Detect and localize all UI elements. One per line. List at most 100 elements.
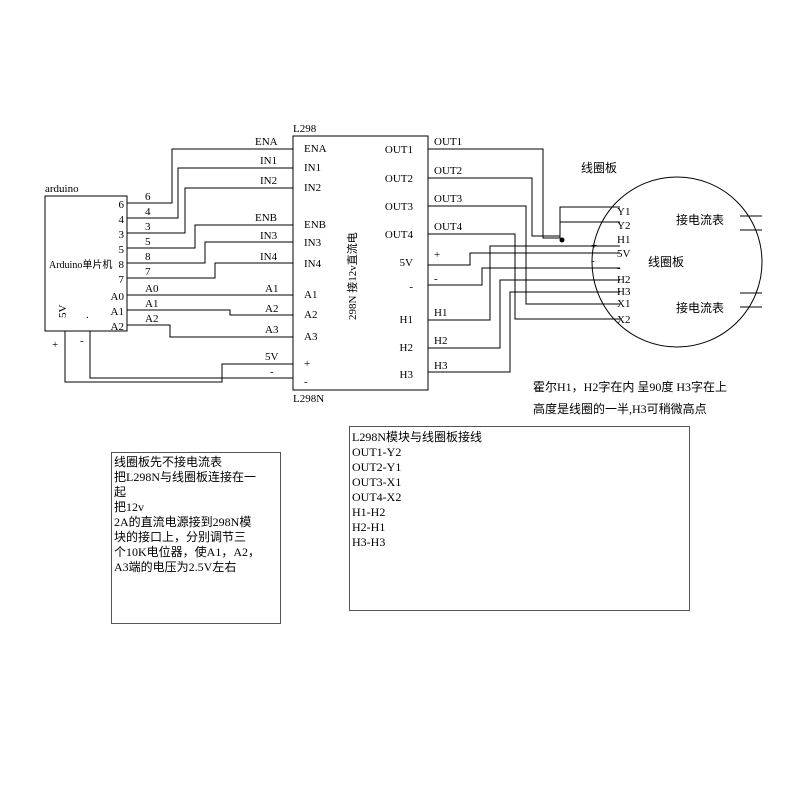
wire-label: 5 bbox=[145, 236, 151, 248]
l298-left-pin: + bbox=[304, 358, 310, 370]
l298-right-pin: 5V bbox=[400, 257, 414, 269]
l298-left-pin: ENB bbox=[304, 219, 326, 231]
arduino-power-minus: - bbox=[80, 335, 84, 347]
l298-right-pin: OUT4 bbox=[385, 229, 414, 241]
arduino-pin: A1 bbox=[111, 306, 124, 318]
wire-label: A1 bbox=[265, 283, 278, 295]
wire-label: A1 bbox=[145, 298, 158, 310]
l298-right-pin: - bbox=[409, 281, 413, 293]
coil-pin: Y1 bbox=[617, 206, 630, 218]
arduino-pin: A2 bbox=[111, 321, 124, 333]
connection-title: L298N模块与线圈板接线 bbox=[352, 430, 482, 444]
coil-pin: - bbox=[617, 262, 621, 274]
coil-pin: H1 bbox=[617, 234, 630, 246]
wire-label: IN1 bbox=[260, 155, 277, 167]
note-line: 2A的直流电源接到298N模 bbox=[114, 515, 252, 529]
l298-left-pin: IN2 bbox=[304, 182, 321, 194]
wire-label: OUT3 bbox=[434, 193, 463, 205]
arduino-pin: 7 bbox=[119, 274, 125, 286]
connection-line: H2-H1 bbox=[352, 520, 386, 534]
note-line: 块的接口上，分别调节三 bbox=[114, 530, 247, 544]
l298-left-pin: IN4 bbox=[304, 258, 322, 270]
arduino-pin: 6 bbox=[119, 199, 125, 211]
wire-label: 8 bbox=[145, 251, 151, 263]
coil-pin: H2 bbox=[617, 274, 630, 286]
wire-label: 5V bbox=[265, 351, 279, 363]
l298-left-pin: IN3 bbox=[304, 237, 322, 249]
wire-label: A2 bbox=[265, 303, 278, 315]
l298-right-pin: H1 bbox=[400, 314, 413, 326]
wire-label: OUT4 bbox=[434, 221, 463, 233]
l298n-module bbox=[292, 135, 429, 391]
coil-board bbox=[591, 176, 763, 348]
l298-top-label: L298 bbox=[293, 123, 317, 135]
note-line: A3端的电压为2.5V左右 bbox=[114, 560, 237, 574]
coil-pin: Y2 bbox=[617, 220, 630, 232]
l298-left-pin: A1 bbox=[304, 289, 317, 301]
wire-junction bbox=[559, 237, 565, 243]
wire-label: IN3 bbox=[260, 230, 278, 242]
arduino-board bbox=[44, 195, 128, 332]
wire-label: H3 bbox=[434, 360, 448, 372]
wire-label: OUT1 bbox=[434, 136, 462, 148]
wire-label: A3 bbox=[265, 324, 279, 336]
connection-line: OUT2-Y1 bbox=[352, 460, 402, 474]
coil-pin: X2 bbox=[617, 314, 630, 326]
l298-right-pin: OUT1 bbox=[385, 144, 413, 156]
arduino-pin: 8 bbox=[119, 259, 125, 271]
connection-table: L298N模块与线圈板接线 OUT1-Y2 OUT2-Y1 OUT3-X1 OU… bbox=[349, 426, 690, 611]
connection-line: OUT4-X2 bbox=[352, 490, 402, 504]
note-line: 线圈板先不接电流表 bbox=[114, 455, 223, 469]
wire-label: 3 bbox=[145, 221, 151, 233]
l298-left-pin: - bbox=[304, 376, 308, 388]
ammeter-bottom-label: 接电流表 bbox=[676, 300, 724, 315]
coil-plus: + bbox=[591, 240, 597, 252]
coil-pin: H3 bbox=[617, 286, 631, 298]
l298-right-pin: OUT2 bbox=[385, 173, 413, 185]
wire-label: OUT2 bbox=[434, 165, 462, 177]
connection-line: H3-H3 bbox=[352, 535, 386, 549]
instruction-note: 线圈板先不接电流表 把L298N与线圈板连接在一 起 把12v 2A的直流电源接… bbox=[111, 452, 281, 624]
note-line: 把L298N与线圈板连接在一 bbox=[114, 470, 256, 484]
wire-label: A2 bbox=[145, 313, 158, 325]
ammeter-top-label: 接电流表 bbox=[676, 212, 724, 227]
note-line: 个10K电位器，使A1，A2， bbox=[114, 545, 260, 559]
arduino-pin: 3 bbox=[119, 229, 125, 241]
l298-left-pin: A2 bbox=[304, 309, 317, 321]
wire-label: H1 bbox=[434, 307, 447, 319]
coil-title: 线圈板 bbox=[581, 161, 617, 175]
arduino-pin: 5 bbox=[119, 244, 125, 256]
arduino-power-label: 5V bbox=[57, 305, 69, 319]
coil-minus: - bbox=[591, 255, 595, 267]
note-line: 把12v bbox=[114, 500, 145, 514]
wire-label: 7 bbox=[145, 266, 151, 278]
arduino-pin: A0 bbox=[111, 291, 125, 303]
wire-label: + bbox=[434, 249, 440, 261]
connection-line: OUT3-X1 bbox=[352, 475, 402, 489]
wire-label: IN2 bbox=[260, 175, 277, 187]
connection-line: OUT1-Y2 bbox=[352, 445, 402, 459]
hall-note-line1: 霍尔H1，H2字在内 呈90度 H3字在上 bbox=[533, 379, 727, 394]
l298-left-pin: A3 bbox=[304, 331, 318, 343]
l298-right-pin: OUT3 bbox=[385, 201, 414, 213]
arduino-power-plus: + bbox=[52, 339, 58, 351]
wire-label: ENB bbox=[255, 212, 277, 224]
arduino-power-dot: . bbox=[86, 309, 89, 321]
l298-vertical-label: 298N 接12v直流电 bbox=[345, 232, 359, 320]
connection-line: H1-H2 bbox=[352, 505, 386, 519]
coil-center-label: 线圈板 bbox=[648, 255, 684, 269]
wire-label: - bbox=[270, 366, 274, 378]
l298-right-pin: H2 bbox=[400, 342, 413, 354]
wire-label: - bbox=[434, 273, 438, 285]
wire-label: ENA bbox=[255, 136, 278, 148]
hall-note-line2: 高度是线圈的一半,H3可稍微高点 bbox=[533, 401, 707, 416]
coil-pin: 5V bbox=[617, 248, 631, 260]
arduino-pin: 4 bbox=[119, 214, 125, 226]
wire-label: 6 bbox=[145, 191, 151, 203]
wire-label: H2 bbox=[434, 335, 447, 347]
wire-label: A0 bbox=[145, 283, 159, 295]
l298-left-pin: IN1 bbox=[304, 162, 321, 174]
note-line: 起 bbox=[114, 485, 127, 499]
